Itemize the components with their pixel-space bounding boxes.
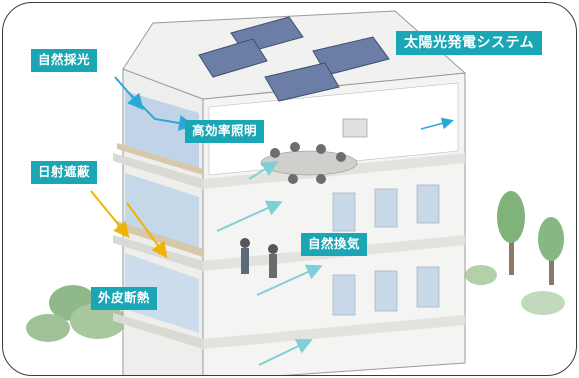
shading-arrows <box>90 190 168 259</box>
daylight-arrows <box>114 76 454 131</box>
shading-label: 日射遮蔽 <box>31 161 98 184</box>
solar-power-label: 太陽光発電システム <box>396 31 543 55</box>
ventilation-arrows <box>216 160 323 366</box>
solar-panels <box>198 16 390 102</box>
lighting-label: 高効率照明 <box>185 120 265 143</box>
insulation-label: 外皮断熱 <box>91 287 158 310</box>
shrubs-left <box>26 285 126 342</box>
trees-right <box>465 191 565 315</box>
building <box>113 10 467 375</box>
ventilation-label: 自然換気 <box>301 233 368 256</box>
daylight-label: 自然採光 <box>31 49 98 72</box>
